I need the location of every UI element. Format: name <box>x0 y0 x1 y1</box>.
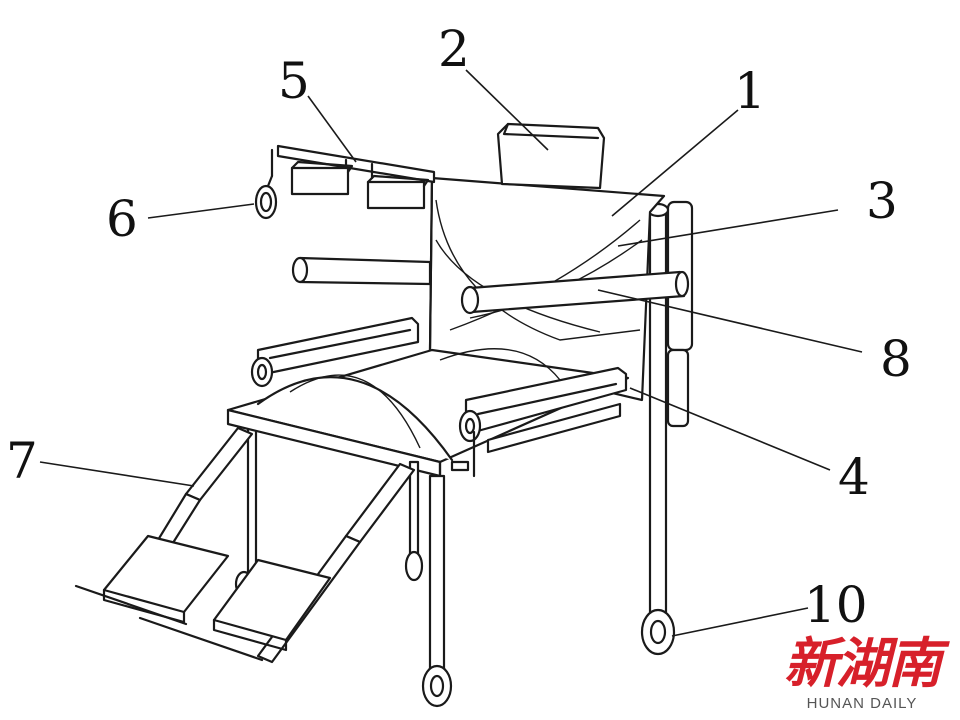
label-2: 2 <box>438 20 470 78</box>
watermark-logo: 新湖南 HUNAN DAILY <box>782 633 942 712</box>
label-6: 6 <box>106 190 138 248</box>
right-footrest <box>138 462 416 664</box>
left-armrest <box>250 316 420 388</box>
label-8: 8 <box>880 330 912 388</box>
label-3: 3 <box>866 172 898 230</box>
label-10: 10 <box>804 576 868 634</box>
top-rail <box>254 144 436 220</box>
label-7: 7 <box>6 432 38 490</box>
label-5: 5 <box>278 52 310 110</box>
headrest-box <box>496 122 606 190</box>
rear-wheel <box>640 608 676 656</box>
front-legs <box>234 428 453 708</box>
left-footrest <box>74 426 254 626</box>
label-4: 4 <box>838 448 870 506</box>
watermark-english: HUNAN DAILY <box>806 695 918 712</box>
label-1: 1 <box>734 62 766 120</box>
leader-lines <box>39 69 863 637</box>
right-armrest <box>450 366 628 478</box>
back-bars <box>291 256 690 315</box>
rear-right-post <box>646 200 694 614</box>
seat <box>226 348 630 478</box>
watermark-chinese: 新湖南 <box>784 631 942 695</box>
